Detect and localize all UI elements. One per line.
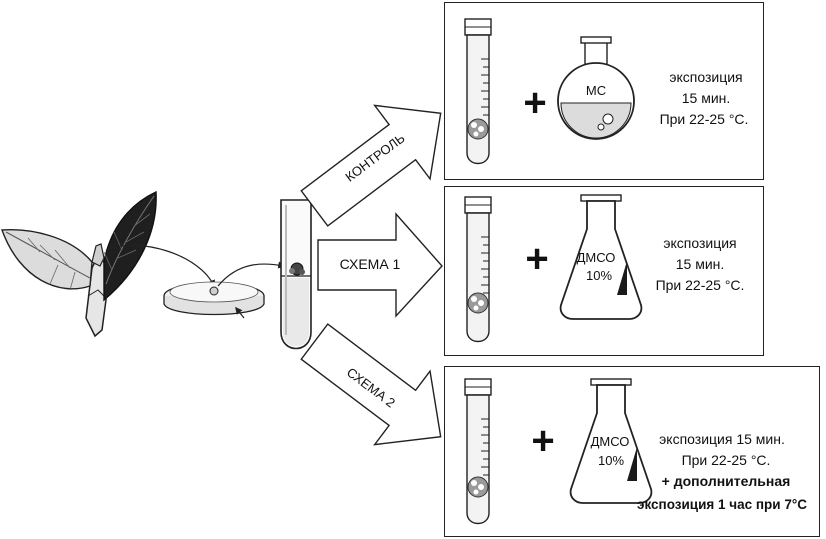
plus-sign: + (531, 419, 555, 463)
concentration-label: 10% (585, 268, 613, 283)
round-flask-icon (557, 36, 635, 140)
duration-label: 15 мин. (675, 256, 725, 272)
exposure-label: экспозиция (669, 69, 743, 85)
panel-scheme2-graphics (464, 378, 653, 525)
temperature-label: При 22-25 °С. (659, 111, 749, 127)
plus-sign: + (523, 81, 547, 125)
reagent-label: ДМСО (576, 250, 616, 265)
test-tube-icon (464, 196, 492, 343)
plant-illustration (1, 190, 157, 338)
panel-scheme2: + ДМСО 10% экспозиция 15 мин. При 22-25 … (444, 366, 820, 537)
arrow-scheme1 (317, 212, 443, 318)
reagent-label: ДМСО (590, 434, 630, 449)
petri-dish (163, 281, 265, 316)
erlenmeyer-flask-icon (559, 194, 643, 320)
arrow-label-scheme1: СХЕМА 1 (339, 256, 401, 272)
arrow-scheme2 (300, 323, 442, 446)
panel-scheme1: + ДМСО 10% экспозиция 15 мин. При 22-25 … (444, 186, 764, 356)
test-tube-icon (464, 18, 492, 165)
duration-label: 15 мин. (681, 90, 731, 106)
arrow-control (300, 104, 442, 227)
exposure-label: экспозиция (663, 235, 737, 251)
plus-sign: + (525, 237, 549, 281)
erlenmeyer-flask-icon (569, 378, 653, 504)
extra-exposure-line2: экспозиция 1 час при 7°С (637, 497, 807, 512)
temperature-label: При 22-25 °С. (681, 452, 771, 468)
temperature-label: При 22-25 °С. (655, 277, 745, 293)
exposure-label: экспозиция 15 мин. (659, 431, 785, 447)
panel-control-graphics (464, 18, 635, 165)
panel-control: + МС экспозиция 15 мин. При 22-25 °С. (444, 2, 764, 180)
test-tube-icon (464, 378, 492, 525)
panel-scheme1-graphics (464, 194, 643, 343)
test-tube-large (280, 199, 312, 350)
concentration-label: 10% (597, 453, 625, 468)
reagent-label: МС (585, 83, 607, 98)
extra-exposure-line1: + дополнительная (661, 473, 791, 489)
